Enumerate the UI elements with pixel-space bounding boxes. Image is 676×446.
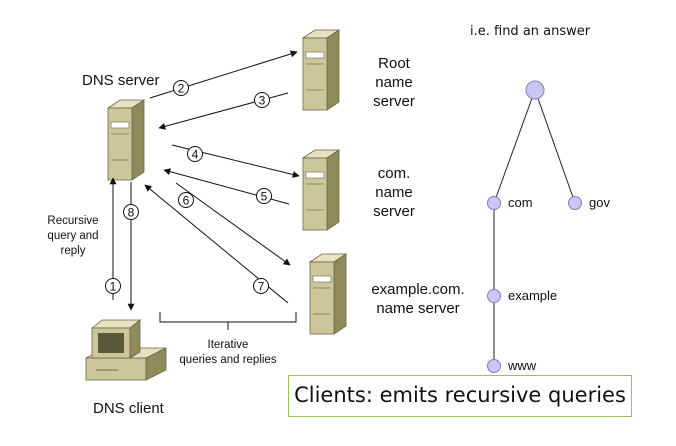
tree-label-example: example [508,288,558,303]
dns-server-icon [107,99,145,181]
svg-text:8: 8 [128,206,135,220]
tree-node-www [487,359,501,373]
svg-text:6: 6 [183,194,190,208]
tree-label-com: com [508,195,533,210]
step-1-marker: 1 [105,278,121,294]
svg-text:5: 5 [261,190,268,204]
clients-note-text: Clients: emits recursive queries [294,383,626,407]
com-name-server-icon [302,149,340,231]
example-name-server-icon [309,253,347,335]
clients-note-box: Clients: emits recursive queries [288,375,632,417]
svg-text:3: 3 [259,94,266,108]
step-3-marker: 3 [254,92,270,108]
tree-node-gov [568,196,582,210]
arrow-step-6 [175,182,291,266]
step-7-marker: 7 [253,278,269,294]
tree-label-gov: gov [589,195,610,210]
step-2-marker: 2 [173,80,189,96]
tree-title: i.e. find an answer [470,24,591,39]
step-4-marker: 4 [187,146,203,162]
svg-text:1: 1 [110,280,117,294]
step-6-marker: 6 [178,192,194,208]
tree-label-www: www [508,358,537,373]
tree-node-example [487,289,501,303]
dns-client-label: DNS client [93,400,164,417]
svg-text:7: 7 [258,280,265,294]
arrow-step-2 [149,50,298,99]
step-8-marker: 8 [123,204,139,220]
namespace-tree [493,89,576,366]
example-name-server-label: example.com.name server [371,281,465,317]
step-5-marker: 5 [256,188,272,204]
tree-root-node [525,80,545,100]
iterative-bracket [159,312,297,330]
root-name-server-icon [302,29,340,111]
svg-text:4: 4 [192,148,199,162]
svg-text:2: 2 [178,82,185,96]
dns-server-label: DNS server [82,72,160,89]
dns-client-computer-icon [85,319,167,381]
tree-node-com [487,196,501,210]
